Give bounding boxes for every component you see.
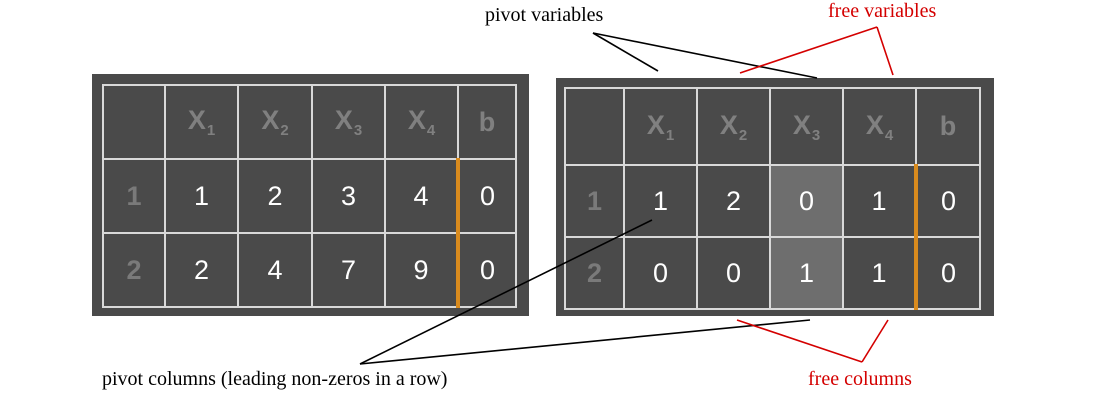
- column-header: X4: [384, 84, 459, 160]
- matrix-cell: 0: [696, 236, 771, 310]
- pivot-cell-highlighted: 1: [769, 236, 844, 310]
- matrix-cell: 4: [384, 158, 459, 234]
- matrix-reduced-grid: X1 X2 X3 X4 b 1 1 2 0 1 0 2 0 0 1 1 0: [564, 87, 981, 310]
- matrix-cell: 4: [237, 232, 313, 308]
- column-header: X4: [842, 87, 917, 166]
- matrix-original: X1 X2 X3 X4 b 1 1 2 3 4 0 2 2 4 7 9 0: [92, 74, 529, 316]
- free-variables-line-2: [876, 26, 894, 76]
- pivot-variables-line-2: [592, 32, 818, 79]
- matrix-cell: 2: [237, 158, 313, 234]
- pivot-cell: 1: [623, 164, 698, 238]
- matrix-cell: 1: [164, 158, 239, 234]
- augmented-cell: 0: [914, 236, 981, 310]
- highlighted-cell: 0: [769, 164, 844, 238]
- column-header: X1: [164, 84, 239, 160]
- column-header: X2: [696, 87, 771, 166]
- matrix-original-grid: X1 X2 X3 X4 b 1 1 2 3 4 0 2 2 4 7 9 0: [102, 84, 517, 308]
- free-columns-line-2: [861, 319, 889, 363]
- matrix-cell: 1: [842, 164, 917, 238]
- matrix-cell: 7: [311, 232, 386, 308]
- corner-cell: [102, 84, 166, 160]
- column-header: X2: [237, 84, 313, 160]
- free-columns-label: free columns: [808, 368, 912, 390]
- matrix-cell: 9: [384, 232, 459, 308]
- free-variables-label: free variables: [828, 0, 937, 22]
- corner-cell: [564, 87, 625, 166]
- matrix-cell: 2: [164, 232, 239, 308]
- column-header: b: [457, 84, 517, 160]
- augmented-cell: 0: [456, 158, 517, 234]
- matrix-reduced: X1 X2 X3 X4 b 1 1 2 0 1 0 2 0 0 1 1 0: [556, 78, 994, 316]
- pivot-variables-line-1: [592, 32, 659, 72]
- free-variables-line-1: [739, 26, 878, 74]
- matrix-cell: 3: [311, 158, 386, 234]
- augmented-cell: 0: [914, 164, 981, 238]
- column-header: X1: [623, 87, 698, 166]
- pivot-columns-label: pivot columns (leading non-zeros in a ro…: [102, 368, 448, 390]
- matrix-cell: 0: [623, 236, 698, 310]
- matrix-cell: 2: [696, 164, 771, 238]
- matrix-cell: 1: [842, 236, 917, 310]
- pivot-columns-line-2: [359, 319, 811, 365]
- row-label: 1: [564, 164, 625, 238]
- augmented-cell: 0: [456, 232, 517, 308]
- row-label: 1: [102, 158, 166, 234]
- pivot-columns-line-1: [359, 219, 653, 365]
- row-label: 2: [102, 232, 166, 308]
- free-columns-line-1: [736, 319, 863, 363]
- column-header: X3: [769, 87, 844, 166]
- pivot-variables-label: pivot variables: [485, 4, 604, 26]
- column-header: X3: [311, 84, 386, 160]
- column-header: b: [915, 87, 981, 166]
